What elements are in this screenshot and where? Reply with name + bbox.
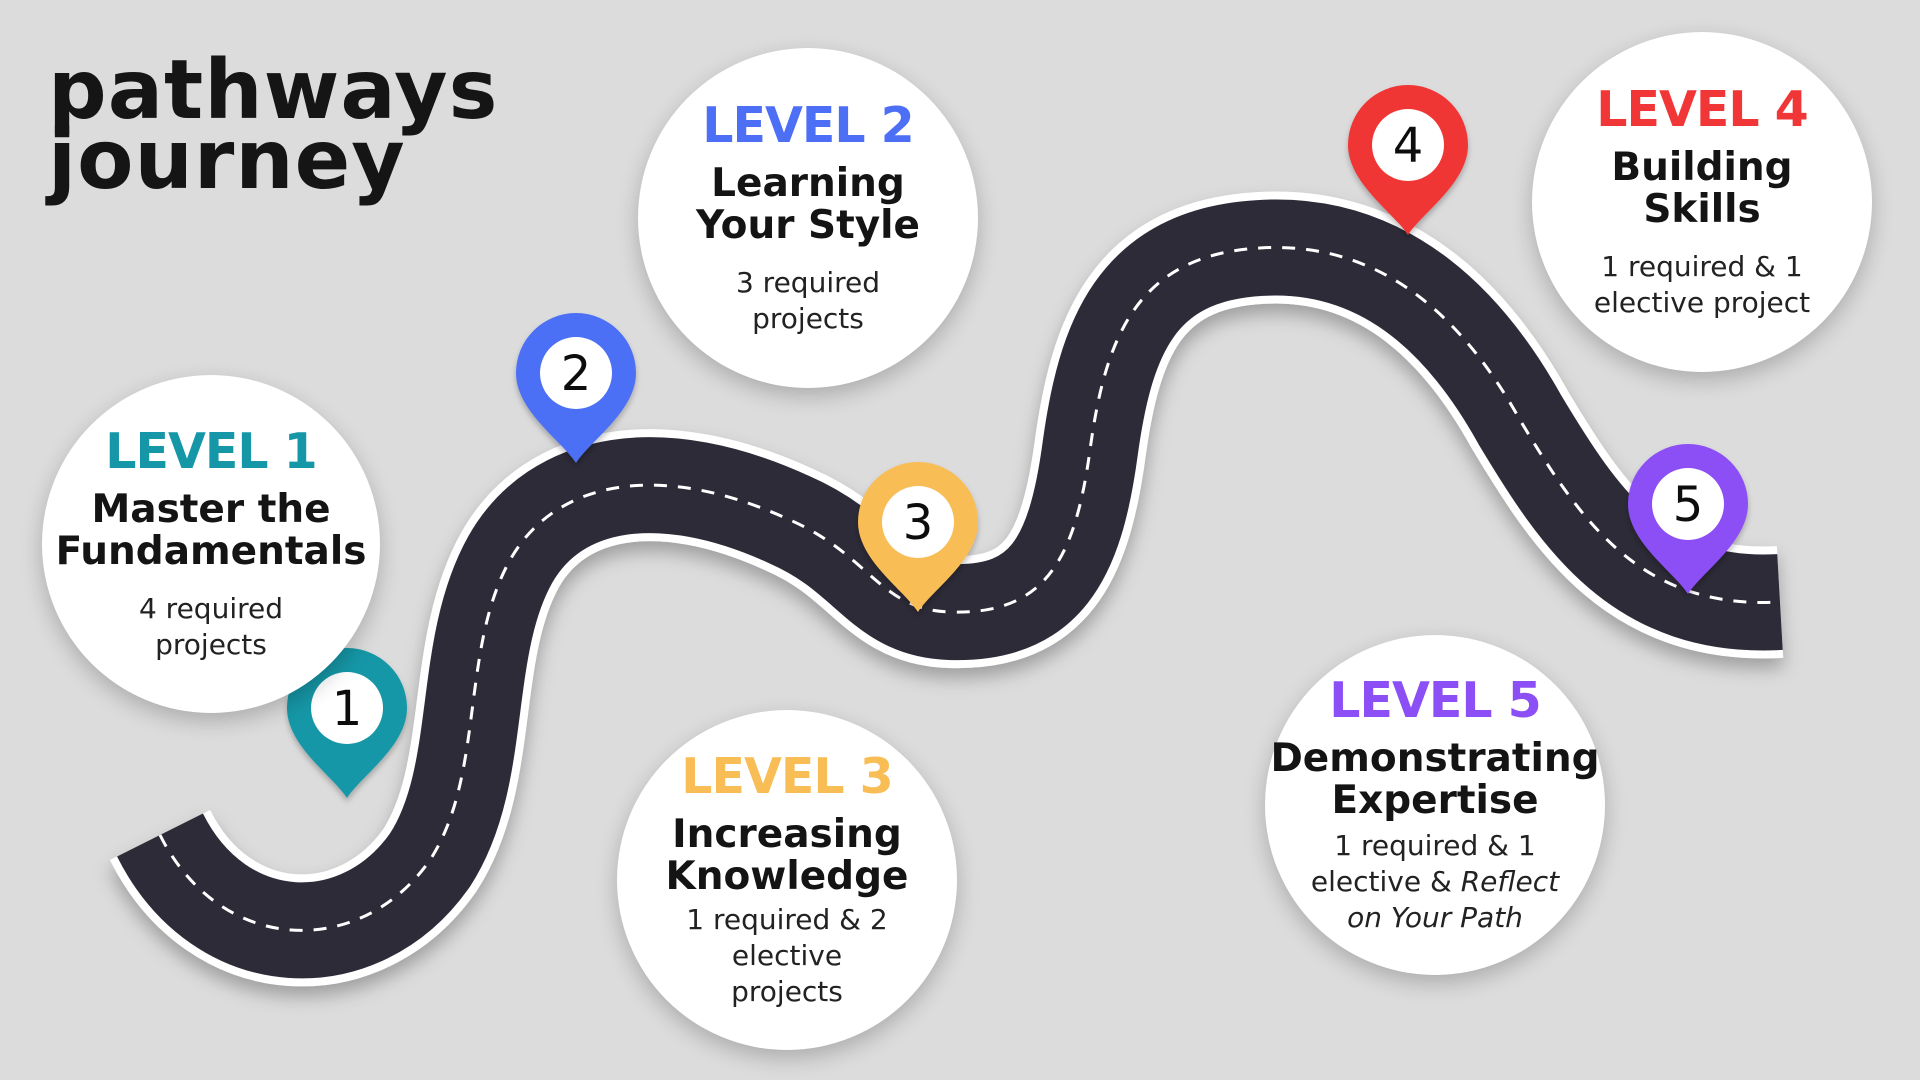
title-line-1: pathways: [48, 43, 499, 138]
level-5-description-italic: Reflect on Your Path: [1347, 865, 1560, 934]
level-5-heading: Demonstrating Expertise: [1270, 738, 1599, 822]
title-line-2: journey: [48, 113, 406, 208]
level-2-heading: Learning Your Style: [696, 163, 920, 247]
pin-3: 3: [858, 462, 978, 612]
pin-1-center: [311, 672, 383, 744]
level-1-description: 4 required projects: [138, 592, 284, 661]
level-3-card: LEVEL 3 Increasing Knowledge 1 required …: [617, 710, 957, 1050]
page-title: pathways journey: [48, 43, 499, 208]
level-3-heading-line-2: Knowledge: [665, 854, 909, 899]
level-4-card: LEVEL 4 Building Skills 1 required & 1 e…: [1532, 32, 1872, 372]
level-3-heading-line-1: Increasing: [672, 812, 902, 857]
level-1-heading: Master the Fundamentals: [56, 489, 367, 573]
pin-2: 2: [516, 313, 636, 463]
level-4-description: 1 required & 1 elective project: [1593, 250, 1811, 319]
level-2-label: LEVEL 2: [702, 97, 914, 154]
level-5-heading-line-1: Demonstrating: [1270, 736, 1600, 781]
level-3-label: LEVEL 3: [681, 748, 893, 805]
pin-4-center: [1372, 109, 1444, 181]
level-1-card: LEVEL 1 Master the Fundamentals 4 requir…: [42, 375, 380, 713]
level-1-label: LEVEL 1: [105, 423, 317, 480]
pin-3-number: 3: [903, 495, 934, 551]
pin-5-number: 5: [1673, 477, 1704, 533]
pin-2-center: [540, 337, 612, 409]
pin-2-number: 2: [561, 346, 592, 402]
level-4-heading: Building Skills: [1611, 147, 1792, 231]
road-asphalt: [117, 199, 1783, 979]
level-5-description: 1 required & 1 elective & Reflect on You…: [1300, 828, 1570, 936]
pin-1-number: 1: [332, 681, 363, 737]
pin-4-number: 4: [1393, 118, 1424, 174]
pin-3-center: [882, 486, 954, 558]
road: [109, 191, 1784, 987]
level-4-heading-line-2: Skills: [1643, 187, 1761, 232]
pin-1: 1: [287, 648, 407, 798]
level-5-heading-line-2: Expertise: [1331, 778, 1539, 823]
pin-5: 5: [1628, 444, 1748, 594]
level-2-heading-line-1: Learning: [711, 161, 905, 206]
level-3-heading: Increasing Knowledge: [666, 814, 909, 898]
level-3-description: 1 required & 2 elective projects: [686, 903, 888, 1008]
level-4-heading-line-1: Building: [1611, 145, 1793, 190]
level-4-label: LEVEL 4: [1596, 81, 1808, 138]
level-5-label: LEVEL 5: [1329, 672, 1541, 729]
level-2-heading-line-2: Your Style: [695, 203, 920, 248]
pin-5-center: [1652, 468, 1724, 540]
level-5-description-plain: 1 required & 1 elective &: [1310, 829, 1536, 898]
level-1-heading-line-2: Fundamentals: [55, 529, 367, 574]
level-2-description: 3 required projects: [735, 266, 881, 335]
level-5-card: LEVEL 5 Demonstrating Expertise 1 requir…: [1265, 635, 1605, 975]
level-1-heading-line-1: Master the: [91, 487, 331, 532]
pin-4: 4: [1348, 85, 1468, 235]
level-2-card: LEVEL 2 Learning Your Style 3 required p…: [638, 48, 978, 388]
